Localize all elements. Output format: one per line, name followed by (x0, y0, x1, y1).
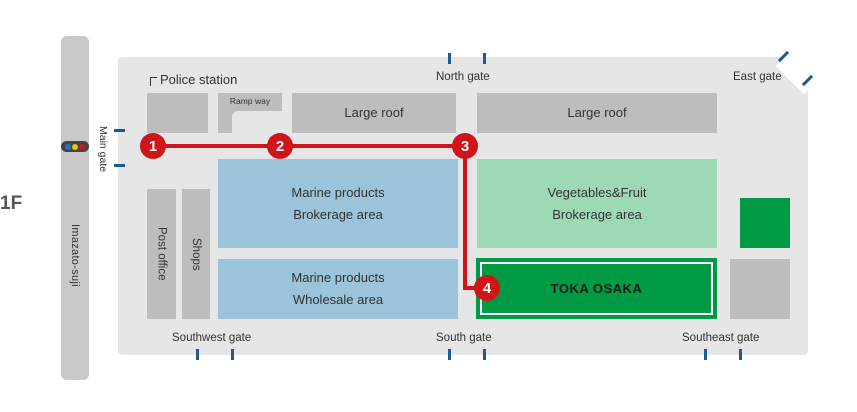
southwest-gate-marker-left (196, 349, 199, 360)
large-roof-2[interactable]: Large roof (477, 93, 717, 133)
vegetables-label-line2: Brokerage area (552, 206, 642, 222)
post-office-building[interactable]: Post office (147, 189, 176, 319)
road-label: Imazato-suji (69, 223, 81, 287)
police-station-pointer (150, 77, 157, 86)
south-gate-marker-left (448, 349, 451, 360)
south-gate-label: South gate (436, 332, 492, 344)
north-gate-marker-right (483, 53, 486, 64)
large-roof-1-label: Large roof (344, 105, 404, 120)
road-label-wrap: Imazato-suji (61, 180, 89, 330)
ramp-way-label: Ramp way (229, 96, 271, 106)
vegetables-brokerage-area[interactable]: Vegetables&Fruit Brokerage area (477, 159, 717, 248)
route-marker-1[interactable]: 1 (140, 133, 166, 159)
route-marker-3[interactable]: 3 (452, 133, 478, 159)
north-gate-marker-left (448, 53, 451, 64)
main-gate-marker-top (114, 129, 125, 132)
post-office-label: Post office (155, 227, 168, 281)
imazato-suji-road (61, 36, 89, 380)
main-gate-label-wrap: Main gate (96, 118, 110, 180)
traffic-signal-icon (61, 141, 89, 152)
south-gate-marker-right (483, 349, 486, 360)
east-green-building[interactable] (740, 198, 790, 248)
police-station-label: Police station (160, 72, 238, 87)
vegetables-label-line1: Vegetables&Fruit (547, 184, 647, 200)
southeast-gate-marker-right (739, 349, 742, 360)
southwest-gate-marker-right (231, 349, 234, 360)
marine-brokerage-label-line1: Marine products (291, 184, 385, 200)
toka-osaka-label: TOKA OSAKA (480, 262, 713, 315)
marine-brokerage-label-line2: Brokerage area (293, 206, 383, 222)
marine-wholesale-label-line1: Marine products (291, 270, 385, 285)
east-gate-label: East gate (733, 71, 782, 83)
shops-building[interactable]: Shops (182, 189, 210, 319)
marine-wholesale-area[interactable]: Marine products Wholesale area (218, 259, 458, 319)
route-line-vertical (463, 146, 467, 288)
ramp-way-notch (232, 111, 282, 133)
police-station-building[interactable] (147, 93, 208, 133)
signal-blue-light (65, 143, 71, 150)
signal-yellow-light (72, 143, 78, 150)
shops-label: Shops (190, 237, 202, 271)
southwest-gate-label: Southwest gate (172, 332, 252, 344)
signal-red-light (79, 143, 85, 150)
large-roof-2-label: Large roof (567, 105, 627, 120)
main-gate-label: Main gate (97, 125, 109, 173)
route-marker-4[interactable]: 4 (474, 275, 500, 301)
southeast-gate-label: Southeast gate (682, 332, 760, 344)
floor-label: 1F (0, 193, 23, 214)
main-gate-marker-bottom (114, 164, 125, 167)
large-roof-1[interactable]: Large roof (292, 93, 456, 133)
marine-brokerage-area[interactable]: Marine products Brokerage area (218, 159, 458, 248)
east-gray-building[interactable] (730, 259, 790, 319)
route-line-horizontal (153, 144, 467, 148)
route-marker-2[interactable]: 2 (267, 133, 293, 159)
southeast-gate-marker-left (704, 349, 707, 360)
north-gate-label: North gate (436, 71, 490, 83)
toka-osaka-building[interactable]: TOKA OSAKA (476, 258, 717, 319)
marine-wholesale-label-line2: Wholesale area (292, 292, 384, 307)
